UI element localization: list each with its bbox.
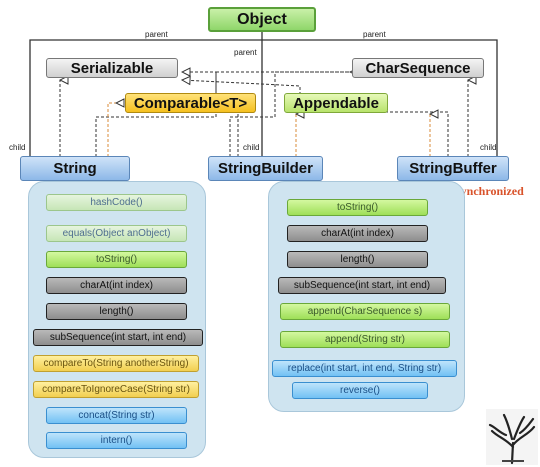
serializable-node: Serializable: [46, 58, 178, 78]
stringbuffer-node: StringBuffer: [397, 156, 509, 181]
string-method: equals(Object anObject): [46, 225, 187, 242]
builder-method: append(String str): [280, 331, 450, 348]
string-method: hashCode(): [46, 194, 187, 211]
builder-method: toString(): [287, 199, 428, 216]
string-method: concat(String str): [46, 407, 187, 424]
string-method: compareToIgnoreCase(String str): [33, 381, 199, 398]
synchronized-note: synchronized: [456, 184, 524, 198]
builder-method: length(): [287, 251, 428, 268]
builder-method: append(CharSequence s): [280, 303, 450, 320]
parent-label-right: parent: [363, 30, 386, 39]
builder-method: charAt(int index): [287, 225, 428, 242]
builder-method: reverse(): [292, 382, 428, 399]
builder-method: replace(int start, int end, String str): [272, 360, 457, 377]
implements-lines: [60, 72, 468, 157]
tree-logo-icon: [486, 409, 538, 465]
appendable-node: Appendable: [284, 93, 388, 113]
string-method: charAt(int index): [46, 277, 187, 294]
string-method: intern(): [46, 432, 187, 449]
string-method: compareTo(String anotherString): [33, 355, 199, 372]
comparable-node: Comparable<T>: [125, 93, 256, 113]
builder-method: subSequence(int start, int end): [278, 277, 446, 294]
orange-implements-lines: [107, 103, 430, 157]
string-method: toString(): [46, 251, 187, 268]
string-method: subSequence(int start, int end): [33, 329, 203, 346]
object-node: Object: [208, 7, 316, 32]
string-method: length(): [46, 303, 187, 320]
charsequence-node: CharSequence: [352, 58, 484, 78]
child-label-right: child: [480, 143, 497, 152]
inheritance-lines: [29, 32, 498, 157]
string-node: String: [20, 156, 130, 181]
parent-label-left: parent: [145, 30, 168, 39]
stringbuilder-node: StringBuilder: [208, 156, 323, 181]
child-label-left: child: [9, 143, 26, 152]
child-label-center: child: [243, 143, 260, 152]
parent-label-center: parent: [234, 48, 257, 57]
